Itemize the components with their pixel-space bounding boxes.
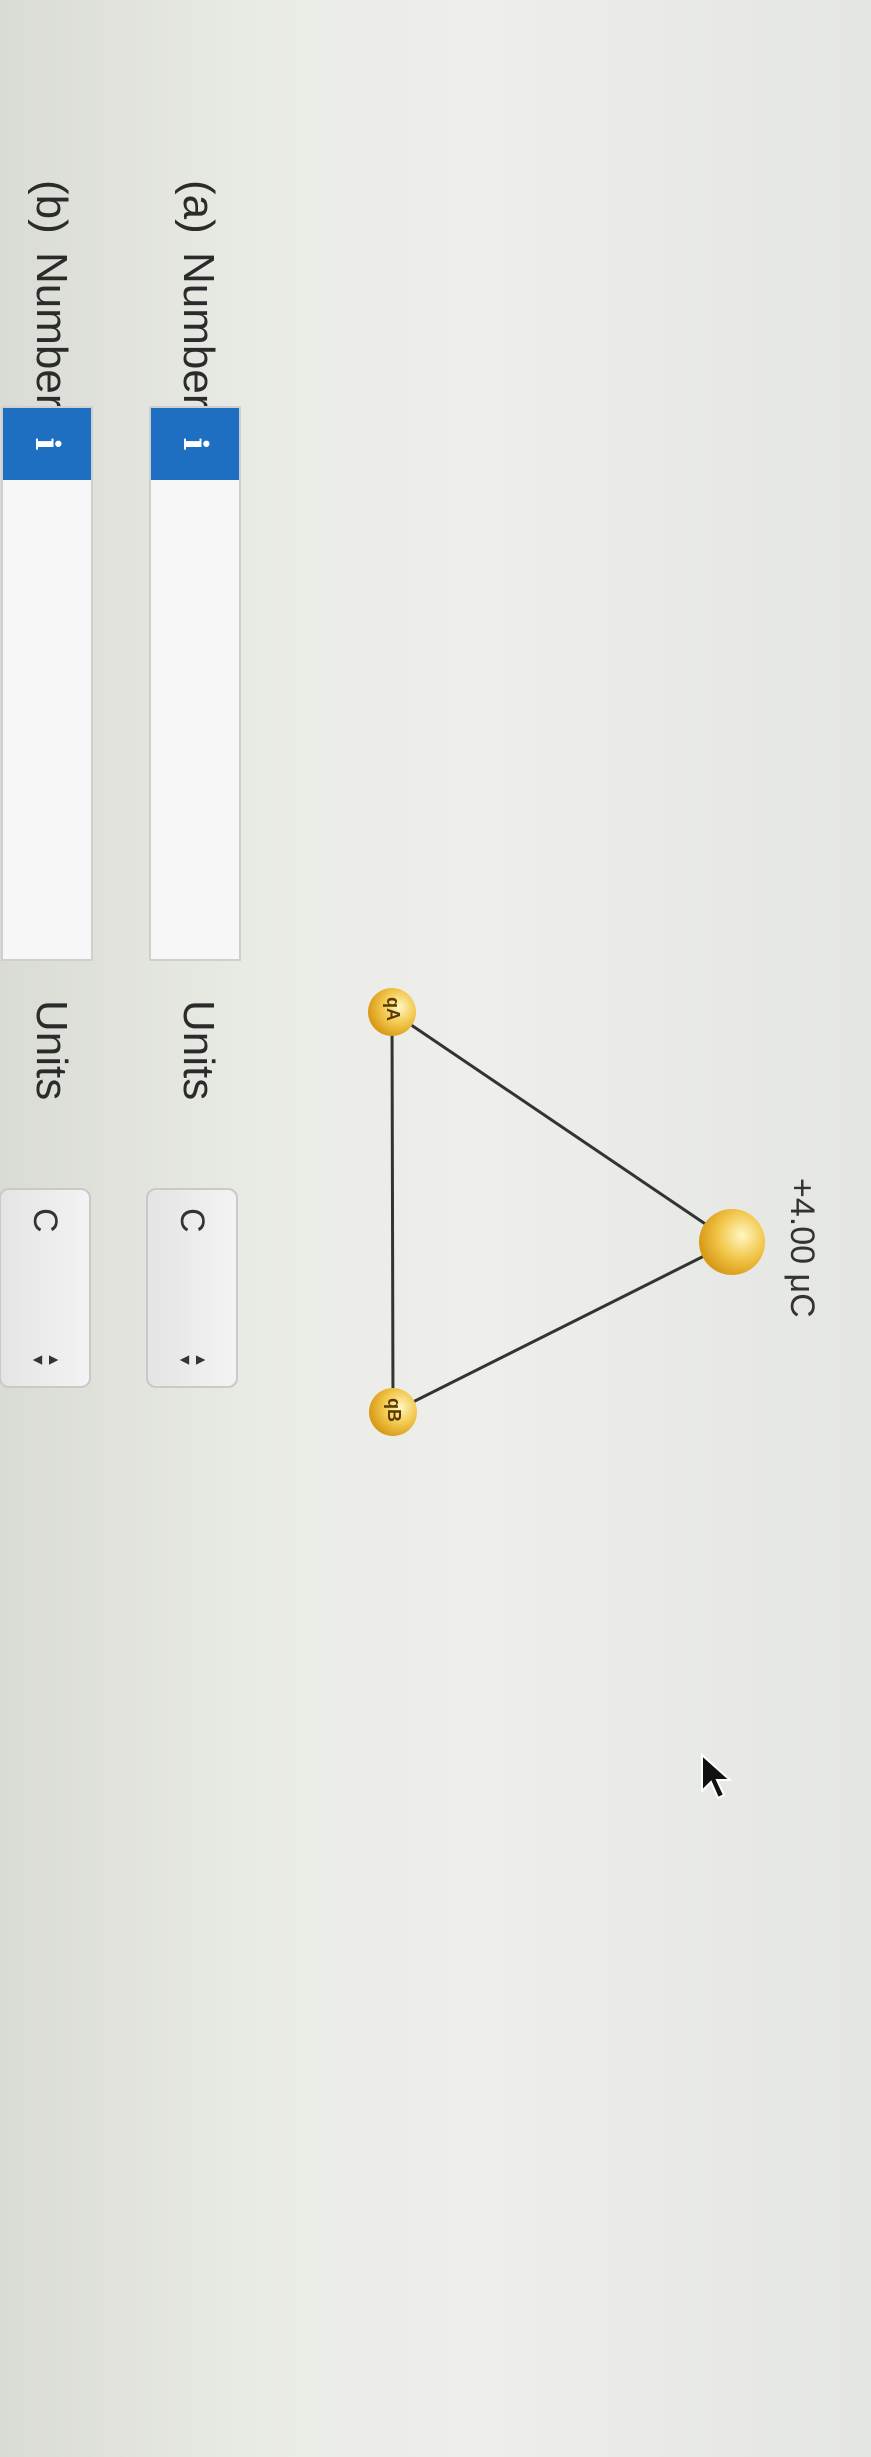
part-a-number-label: Number: [174, 252, 223, 409]
mouse-cursor-icon: [701, 1753, 733, 1800]
part-a-number-field: i: [149, 406, 241, 961]
charge-b-sphere: [369, 1388, 417, 1436]
part-a-units-value: C: [173, 1208, 212, 1233]
select-arrows-icon: ▲▼: [176, 1352, 209, 1368]
triangle-side-top-b: [392, 1240, 733, 1414]
part-b-label: (b): [27, 180, 76, 234]
part-b-number-label: Number: [27, 252, 76, 409]
charge-a-sphere: [368, 988, 416, 1036]
part-b-number-field: i: [1, 406, 93, 961]
triangle-side-top-a: [391, 1010, 733, 1244]
charge-b-label: qB: [384, 1398, 404, 1422]
charge-a-label: qA: [383, 997, 403, 1021]
part-b-units-label: Units: [27, 1000, 76, 1101]
part-a-units-select[interactable]: C ▲▼: [146, 1188, 238, 1388]
part-a-number-input[interactable]: [151, 480, 239, 959]
part-a-units-label: Units: [174, 1000, 223, 1101]
part-b-units-value: C: [26, 1208, 65, 1233]
triangle-side-a-b: [390, 1011, 395, 1413]
part-b-units-select[interactable]: C ▲▼: [0, 1188, 91, 1388]
info-icon[interactable]: i: [151, 408, 239, 480]
select-arrows-icon: ▲▼: [29, 1352, 62, 1368]
info-icon[interactable]: i: [3, 408, 91, 480]
part-a-label: (a): [174, 180, 223, 234]
part-b-number-input[interactable]: [3, 480, 91, 959]
top-charge-label: +4.00 μC: [783, 1178, 821, 1318]
top-charge-sphere: [699, 1209, 765, 1275]
